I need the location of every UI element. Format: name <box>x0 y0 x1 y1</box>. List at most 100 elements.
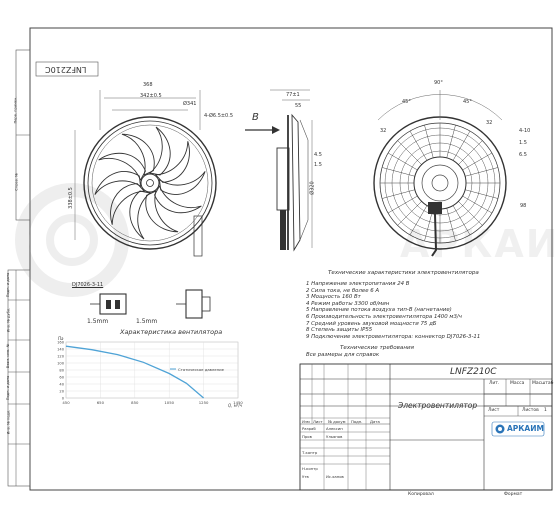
dim-1-5-side: 1.5 <box>314 162 322 168</box>
drawing-frame <box>29 27 553 491</box>
sheet-no-label: Лист <box>488 408 500 413</box>
side-label: Инв. № подл. <box>6 409 11 435</box>
dim-98: 98 <box>520 203 527 209</box>
fan-blade <box>145 190 179 233</box>
dim-342: 342±0.5 <box>140 93 162 99</box>
product-name: Электровентилятор <box>398 401 478 410</box>
chart-y-tick: 160 <box>57 340 65 344</box>
side-label: Справ. № <box>14 173 19 191</box>
grille-spoke <box>397 140 422 165</box>
code-stamp-box <box>35 61 99 77</box>
spec-item: 5 Направление потока воздуха тип-В (нагн… <box>306 307 452 314</box>
grille-spoke <box>409 205 428 236</box>
company-logo <box>491 421 545 437</box>
model-code: LNFZ210C <box>450 367 497 377</box>
chart-x-tick: 1450 <box>233 400 243 405</box>
fan-rear-view <box>373 90 507 257</box>
dim-45deg-left: 45° <box>402 99 411 105</box>
name-cell: Алексин <box>326 426 343 431</box>
grille-spoke <box>458 201 483 226</box>
side-label: Перв. примен. <box>13 96 18 124</box>
dim-holes: 4-Ø6.5±0.5 <box>204 113 234 119</box>
grille-spoke <box>387 152 418 171</box>
spec-item: 2 Сила тока, не более 6 А <box>306 287 380 294</box>
spec-item: 1 Напряжение электропитания 24 В <box>306 281 410 287</box>
fan-blade <box>94 171 142 195</box>
spec-item: 8 Степень защиты IP55 <box>306 327 373 334</box>
dim-6-5: 6.5 <box>519 152 527 158</box>
role-cell: Н.контр <box>302 466 318 471</box>
grille-spoke <box>462 152 493 171</box>
chart-grid <box>65 341 239 399</box>
rear-grille <box>380 123 500 243</box>
spec-item: 9 Подключение электровентилятора: коннек… <box>306 333 481 340</box>
requirements-title: Технические требования <box>340 345 415 351</box>
chart-x-tick: 450 <box>62 400 70 405</box>
left-side-strip <box>7 49 31 487</box>
connector-dim-left: 1.5mm <box>87 318 109 325</box>
fan-blades <box>94 126 206 240</box>
grille-spoke <box>462 195 493 214</box>
dim-1-5-rear: 1.5 <box>519 140 527 146</box>
chart-y-tick: 60 <box>59 375 64 379</box>
sheet-label: Лит. <box>489 381 500 386</box>
role-cell: Т.контр <box>302 450 318 455</box>
fan-blade <box>121 133 155 176</box>
connector-plug <box>99 293 127 315</box>
grille-spoke <box>452 205 471 236</box>
side-wire <box>280 210 286 250</box>
connector-label: DJ7026-3-11 <box>72 282 104 288</box>
dim-90deg: 90° <box>434 80 443 86</box>
header-cell: Изм <box>302 419 310 424</box>
grille-spoke <box>446 124 456 158</box>
spec-item: 4 Режим работы 3300 об/мин <box>306 300 390 307</box>
dim-55: 55 <box>295 103 302 109</box>
sheets-label: Листов <box>522 408 539 413</box>
grille-spoke <box>424 124 434 158</box>
fan-shroud-outer <box>83 116 217 250</box>
role-cell: Утв <box>302 474 309 479</box>
side-label: Подп. и дата <box>6 375 11 401</box>
sheets-value: 1 <box>544 408 547 413</box>
grille-spoke <box>452 130 471 161</box>
dim-45deg-right: 45° <box>463 99 472 105</box>
fan-blade <box>149 126 171 176</box>
fan-blade <box>158 171 206 195</box>
chart-y-tick: 0 <box>62 396 65 400</box>
grille-spoke <box>446 208 456 242</box>
grille-spoke <box>381 167 415 177</box>
role-cell: Разраб <box>302 426 316 431</box>
chart-x-tick: 850 <box>131 400 139 405</box>
chart-x-tick: 1250 <box>199 400 209 405</box>
chart-y-tick: 80 <box>59 368 64 372</box>
dim-32-right: 32 <box>486 120 493 126</box>
chart-y-tick: 100 <box>57 361 65 365</box>
watermark-text: АРКАИМ <box>400 222 560 266</box>
grille-spoke <box>409 130 428 161</box>
grille-spoke <box>387 195 418 214</box>
header-cell: Лист <box>313 419 323 424</box>
view-arrow-label: В <box>252 112 259 123</box>
dim-368: 368 <box>143 82 153 88</box>
fan-side-view <box>245 89 313 252</box>
connector-socket <box>185 289 203 319</box>
dim-77: 77±1 <box>286 92 300 98</box>
dim-338: 338±0.5 <box>67 187 74 209</box>
side-label: Подп. и дата <box>6 272 11 298</box>
mass-label: Масса <box>510 381 525 386</box>
fan-front-view <box>74 90 217 257</box>
grille-spoke <box>381 189 415 199</box>
role-cell: Пров <box>302 434 312 439</box>
scale-label: Масштаб <box>532 381 554 386</box>
copy-label: Копировал <box>408 492 434 497</box>
connector-drawing <box>90 289 211 319</box>
watermark <box>15 183 129 297</box>
connector-dim-right: 1.5mm <box>136 318 158 325</box>
name-cell: Ис.ханов <box>326 474 344 479</box>
spec-item: 6 Производительность электровентилятора … <box>306 313 462 320</box>
